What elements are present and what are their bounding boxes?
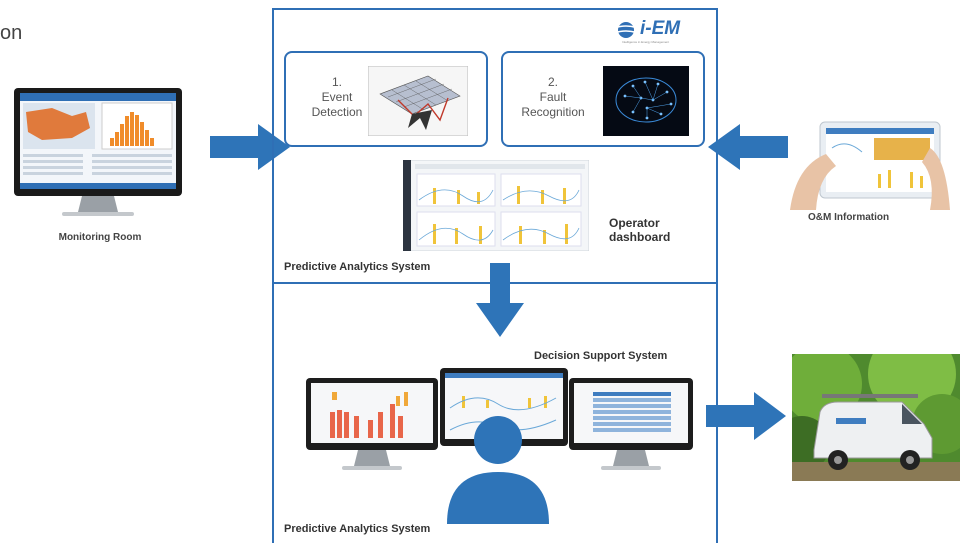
dss-monitor-left bbox=[306, 378, 438, 474]
dss-monitor-right bbox=[569, 378, 693, 474]
arrow-right-into-system bbox=[210, 124, 290, 170]
predictive-analytics-top-label: Predictive Analytics System bbox=[284, 261, 431, 273]
event-detection-card: 1. Event Detection bbox=[284, 51, 488, 147]
fault-recognition-card: 2. Fault Recognition bbox=[501, 51, 705, 147]
om-information-label: O&M Information bbox=[808, 212, 890, 223]
operator-line2: dashboard bbox=[609, 230, 671, 244]
om-tablet-image bbox=[790, 118, 950, 210]
operator-dashboard-image bbox=[403, 160, 589, 251]
service-van-photo bbox=[792, 354, 960, 481]
event-detection-chart-image bbox=[368, 66, 468, 136]
operator-dashboard-label: Operator dashboard bbox=[609, 216, 670, 244]
operator-line1: Operator bbox=[609, 216, 660, 230]
brain-network-image bbox=[603, 66, 689, 136]
event-detection-line2: Detection bbox=[311, 105, 363, 119]
decision-support-label: Decision Support System bbox=[534, 350, 668, 362]
corner-text: on bbox=[0, 22, 23, 44]
event-detection-number: 1. bbox=[331, 75, 342, 89]
monitoring-monitor bbox=[12, 88, 184, 230]
monitoring-room-label: Monitoring Room bbox=[58, 232, 142, 243]
iem-logo: i-EM Intelligence in Energy Management bbox=[614, 18, 709, 46]
arrow-down bbox=[476, 263, 524, 337]
predictive-analytics-bottom-label: Predictive Analytics System bbox=[284, 523, 431, 535]
arrow-left-into-system bbox=[708, 124, 788, 170]
user-silhouette-icon bbox=[443, 414, 553, 524]
arrow-right-to-van bbox=[706, 392, 786, 440]
fault-recognition-line2: Recognition bbox=[521, 105, 585, 119]
event-detection-line1: Event bbox=[321, 90, 353, 104]
logo-tagline: Intelligence in Energy Management bbox=[622, 40, 670, 44]
globe-icon bbox=[614, 22, 638, 38]
fault-recognition-number: 2. bbox=[547, 75, 558, 89]
fault-recognition-line1: Fault bbox=[539, 90, 567, 104]
logo-text: i-EM bbox=[640, 18, 681, 39]
